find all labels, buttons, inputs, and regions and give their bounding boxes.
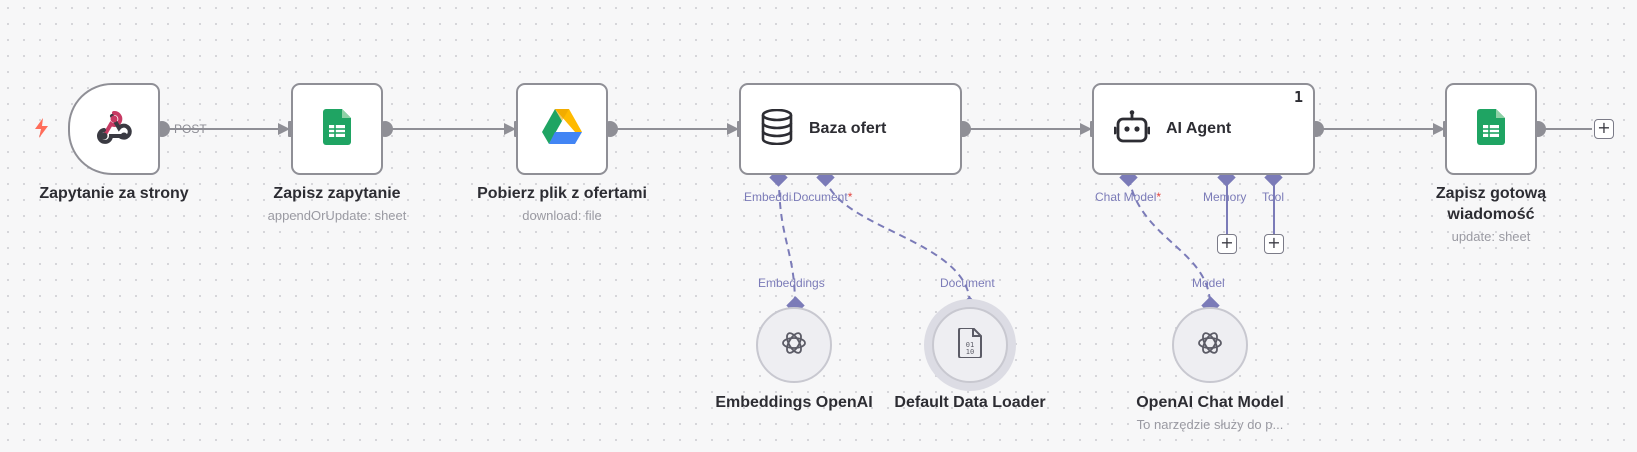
node-title-offers-db: Baza ofert: [809, 120, 887, 137]
port-label-embedding: Embeddi: [744, 190, 792, 204]
node-label-save-message-line2: wiadomość: [1447, 206, 1535, 223]
port-label-embeddings: Embeddings: [758, 276, 825, 290]
node-download-file[interactable]: [516, 83, 608, 175]
node-embeddings-openai[interactable]: [756, 307, 832, 383]
trigger-bolt-icon: [34, 118, 50, 143]
node-label-save-message-line1: Zapisz gotową: [1435, 185, 1547, 202]
arrow-head: [504, 123, 516, 135]
node-label-download-file: Pobierz plik z ofertami: [477, 185, 647, 202]
node-subtitle-download-file: download: file: [522, 208, 602, 223]
port-label-memory: Memory: [1203, 190, 1247, 204]
node-label-default-data-loader: Default Data Loader: [894, 394, 1046, 411]
add-next-node-button[interactable]: +: [1594, 119, 1614, 139]
robot-icon: [1113, 109, 1151, 149]
svg-text:01: 01: [966, 341, 974, 349]
node-label-embeddings-openai: Embeddings OpenAI: [715, 394, 873, 411]
google-sheets-icon: [1477, 108, 1505, 150]
node-ai-agent[interactable]: 1 AI Agent: [1092, 83, 1315, 175]
arrow-head: [727, 123, 739, 135]
node-label-save-request: Zapisz zapytanie: [273, 185, 401, 202]
port-label-document: Document*: [793, 190, 853, 204]
node-title-ai-agent: AI Agent: [1166, 120, 1232, 137]
node-subtitle-openai-chat-model: To narzędzie służy do p...: [1136, 417, 1284, 432]
arrow-head: [278, 123, 290, 135]
node-label-webhook: Zapytanie za strony: [39, 185, 189, 202]
google-sheets-icon: [323, 108, 351, 150]
node-offers-db[interactable]: Baza ofert: [739, 83, 962, 175]
node-openai-chat-model[interactable]: [1172, 307, 1248, 383]
arrow-head: [1080, 123, 1092, 135]
node-webhook[interactable]: [68, 83, 160, 175]
database-icon: [761, 108, 793, 150]
arrow-head: [1433, 123, 1445, 135]
add-tool-button[interactable]: +: [1264, 234, 1284, 254]
node-save-message[interactable]: [1445, 83, 1537, 175]
port-label-model: Model: [1192, 276, 1225, 290]
connection-label-post: POST: [174, 122, 207, 136]
document-binary-icon: 01 10: [958, 326, 982, 363]
node-subtitle-save-message: update: sheet: [1451, 229, 1531, 244]
node-default-data-loader[interactable]: 01 10: [932, 307, 1008, 383]
node-save-request[interactable]: [291, 83, 383, 175]
node-label-openai-chat-model: OpenAI Chat Model: [1136, 394, 1284, 411]
node-subtitle-save-request: appendOrUpdate: sheet: [267, 208, 407, 223]
openai-icon: [779, 328, 809, 363]
port-label-chat-model: Chat Model*: [1095, 190, 1162, 204]
openai-icon: [1195, 328, 1225, 363]
google-drive-icon: [542, 108, 582, 150]
add-memory-button[interactable]: +: [1217, 234, 1237, 254]
port-label-tool: Tool: [1262, 190, 1285, 204]
svg-text:10: 10: [966, 348, 974, 356]
port-label-document-loader: Document: [940, 276, 995, 290]
webhook-icon: [95, 109, 133, 150]
run-count-badge: 1: [1293, 88, 1303, 106]
